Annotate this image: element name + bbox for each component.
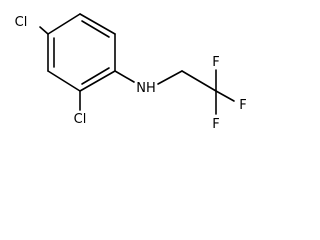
ring-double-bond-1 (81, 20, 110, 38)
bond-ring-to-cl-top (39, 26, 49, 35)
ring-bond-4 (47, 70, 81, 92)
ring-double-bond-2 (81, 67, 110, 85)
ring-bond-3 (79, 70, 116, 92)
ring-bond-1 (79, 13, 116, 35)
benzene-ring (47, 13, 116, 92)
chemical-structure-diagram: Cl Cl NH F F F (15, 13, 247, 132)
atom-label-f-right: F (239, 98, 246, 113)
atom-label-cl-ortho: Cl (74, 112, 87, 127)
atom-label-nh: NH (136, 81, 156, 96)
bond-nh-to-ch2 (157, 70, 183, 85)
ring-bond-6 (47, 13, 81, 35)
bond-ch2-to-cf3 (181, 70, 217, 92)
atom-label-cl-top: Cl (15, 15, 28, 30)
atom-label-f-bottom: F (212, 117, 219, 132)
bond-c-to-f-right (215, 90, 235, 102)
bond-ring-to-nh (114, 70, 135, 83)
atom-label-f-top: F (212, 55, 219, 70)
